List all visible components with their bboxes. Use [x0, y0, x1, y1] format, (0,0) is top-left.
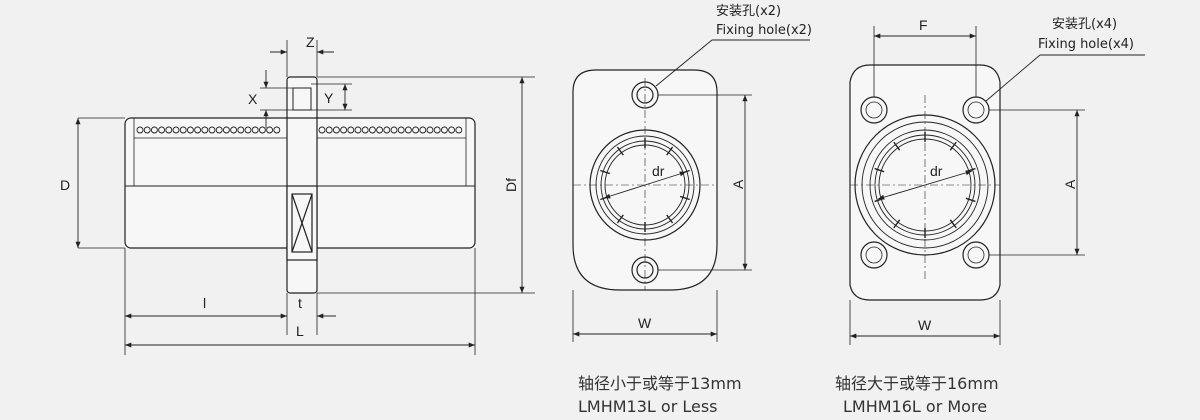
- ball: [258, 126, 266, 134]
- ball: [179, 126, 187, 134]
- ball: [158, 126, 166, 134]
- ball: [244, 126, 252, 134]
- ball: [215, 126, 223, 134]
- ball: [251, 126, 259, 134]
- dim-dr-label: dr: [652, 163, 665, 179]
- ball: [222, 126, 230, 134]
- ball: [433, 126, 441, 134]
- dim-z-label: Z: [306, 34, 315, 50]
- ball: [318, 126, 326, 134]
- fixing-hole-section: [292, 87, 312, 111]
- dim-L-label: L: [296, 323, 304, 339]
- ball: [340, 126, 348, 134]
- caption-en-large: LMHM16L or More: [843, 397, 987, 416]
- front-view-large: [849, 26, 1145, 345]
- dim-l-small-label: l: [203, 295, 206, 311]
- ball: [266, 126, 274, 134]
- ball: [397, 126, 405, 134]
- ball: [201, 126, 209, 134]
- side-view: [75, 40, 535, 355]
- leader-line: [655, 39, 713, 87]
- ball: [347, 126, 355, 134]
- dim-f-label: F: [919, 17, 928, 33]
- ball: [194, 126, 202, 134]
- dim-a-label: A: [730, 179, 746, 189]
- dim-dr-line: [877, 170, 973, 200]
- dim-dr-label: dr: [930, 163, 943, 179]
- ball: [368, 126, 376, 134]
- ball: [172, 126, 180, 134]
- ball: [426, 126, 434, 134]
- flange: [286, 76, 318, 294]
- fixing-hole-bl: [860, 241, 888, 269]
- ball: [404, 126, 412, 134]
- dim-a-label: A: [1062, 179, 1078, 189]
- ball: [361, 126, 369, 134]
- ball: [325, 126, 333, 134]
- ball: [440, 126, 448, 134]
- ball: [150, 126, 158, 134]
- dim-t-label: t: [298, 295, 302, 311]
- ball: [354, 126, 362, 134]
- ball: [419, 126, 427, 134]
- ball: [165, 126, 173, 134]
- ball: [208, 126, 216, 134]
- ball: [390, 126, 398, 134]
- ball-tick: [893, 141, 901, 151]
- front-view-small: [572, 39, 810, 342]
- leader-line: [985, 54, 1041, 102]
- caption-cn-large: 轴径大于或等于16mm: [835, 374, 999, 393]
- fixing-hole-note-en: Fixing hole(x2): [716, 23, 812, 38]
- ball: [237, 126, 245, 134]
- ball: [332, 126, 340, 134]
- dim-x-label: X: [248, 91, 258, 107]
- ball-row-right: [318, 126, 463, 134]
- ball: [412, 126, 420, 134]
- dim-d-label: D: [60, 177, 70, 193]
- ball: [273, 126, 281, 134]
- ball: [448, 126, 456, 134]
- fixing-hole-note-cn: 安装孔(x4): [1052, 17, 1117, 32]
- ball: [136, 126, 144, 134]
- ball-tick: [666, 146, 674, 156]
- ball: [383, 126, 391, 134]
- ball-tick: [893, 219, 901, 229]
- fixing-hole-note-en: Fixing hole(x4): [1038, 37, 1134, 52]
- dim-w-label: W: [638, 315, 652, 331]
- caption-cn-small: 轴径小于或等于13mm: [578, 374, 742, 393]
- ball: [143, 126, 151, 134]
- ball-tick: [616, 146, 624, 156]
- ball: [186, 126, 194, 134]
- ball: [376, 126, 384, 134]
- ball-tick: [666, 214, 674, 224]
- dim-w-label: W: [918, 317, 932, 333]
- dim-y-label: Y: [324, 90, 334, 106]
- ball: [230, 126, 238, 134]
- ball-tick: [949, 141, 957, 151]
- caption-en-small: LMHM13L or Less: [578, 397, 718, 416]
- ball-tick: [616, 214, 624, 224]
- dim-dr-line: [603, 171, 687, 199]
- ball: [455, 126, 463, 134]
- dim-df-label: Df: [503, 178, 519, 192]
- ball-row-left: [136, 126, 281, 134]
- fixing-hole-note-cn: 安装孔(x2): [716, 4, 781, 19]
- ball-tick: [949, 219, 957, 229]
